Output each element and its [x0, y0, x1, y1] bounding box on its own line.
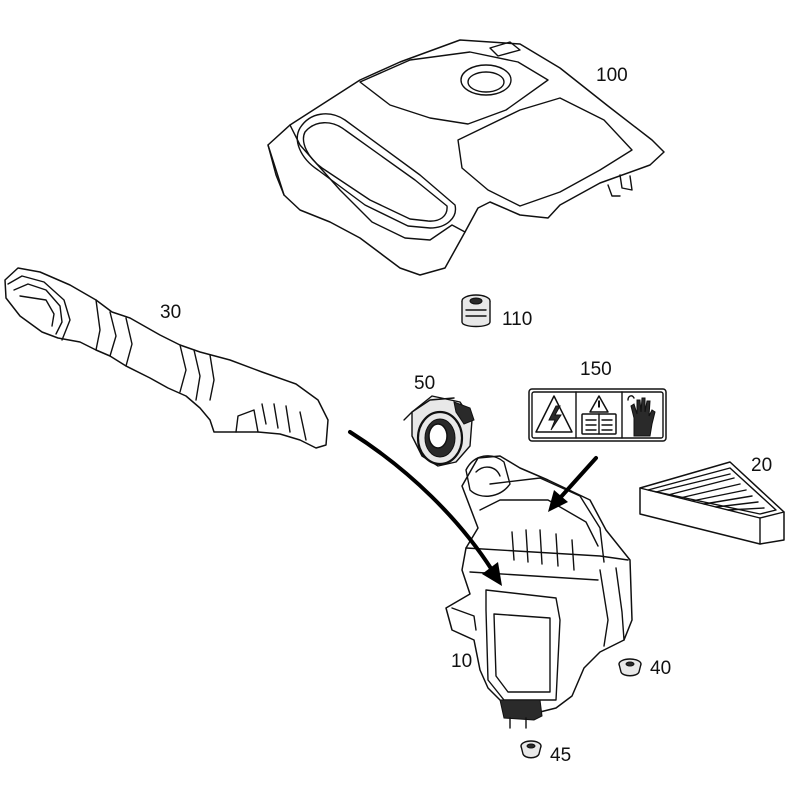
label-150: 150	[580, 359, 612, 380]
label-50: 50	[414, 373, 435, 394]
label-30: 30	[160, 302, 181, 323]
label-10: 10	[451, 651, 472, 672]
label-45: 45	[550, 745, 571, 766]
engine-cover-part	[267, 39, 665, 276]
air-filter-element-part	[639, 461, 785, 545]
label-100: 100	[596, 65, 628, 86]
air-flow-sensor-part	[403, 395, 475, 467]
label-20: 20	[751, 455, 772, 476]
grommet-110-part	[461, 294, 491, 328]
assembly-arrow-duct	[348, 430, 502, 586]
label-110: 110	[502, 309, 532, 330]
label-40: 40	[650, 658, 671, 679]
air-filter-housing-part	[445, 455, 633, 729]
grommet-40-part	[618, 658, 642, 677]
warning-label-part	[528, 388, 667, 442]
assembly-arrow-label	[548, 456, 598, 512]
protective-glove-icon	[630, 397, 656, 437]
grommet-45-part	[520, 740, 542, 759]
intake-duct-part	[4, 267, 329, 449]
